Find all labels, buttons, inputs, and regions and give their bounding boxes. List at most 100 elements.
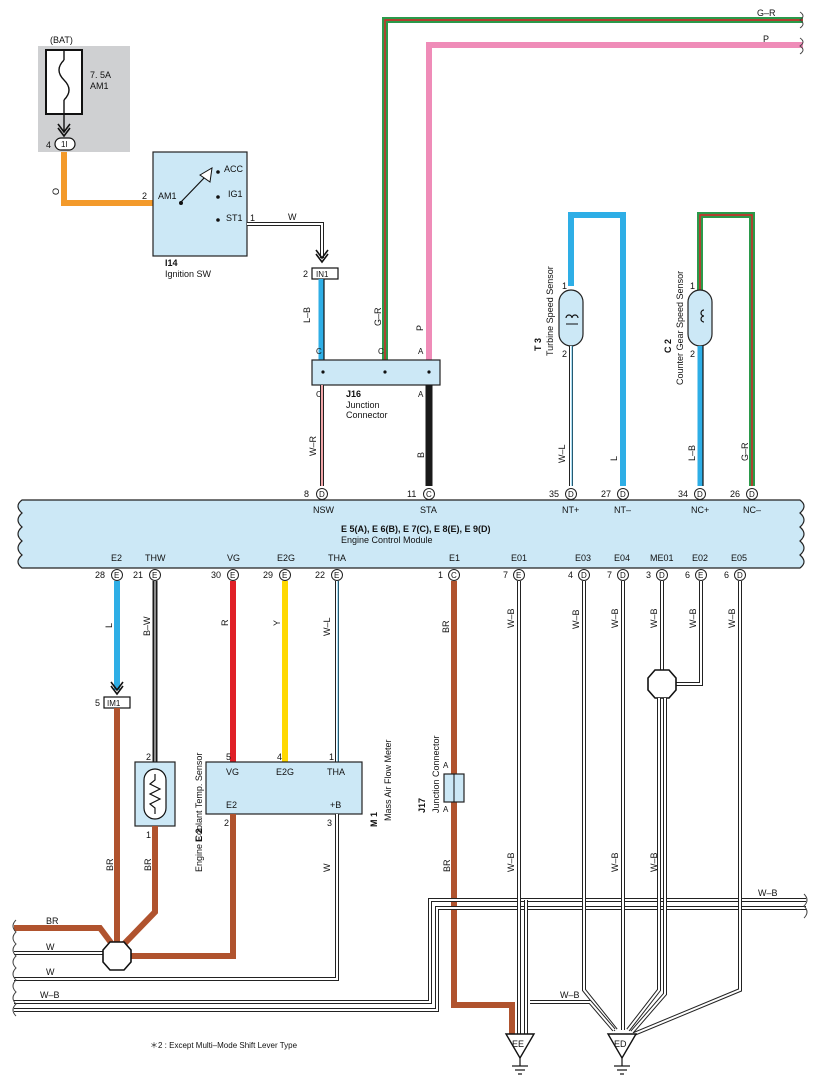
svg-text:7: 7	[503, 570, 508, 580]
in1-pin: 2	[303, 269, 308, 279]
svg-text:D: D	[319, 490, 325, 499]
t3-pin1: 1	[562, 281, 567, 291]
c2-code: C 2	[663, 339, 673, 353]
svg-text:C: C	[426, 490, 432, 499]
j16-box	[311, 359, 441, 386]
svg-text:7: 7	[607, 570, 612, 580]
ecm-top-pin: D 27 NT–	[601, 488, 631, 515]
svg-text:VG: VG	[227, 553, 240, 563]
wire-label-w-st1: W	[288, 212, 297, 222]
m1-pin4: 4	[277, 752, 282, 762]
ecm-top-pin: C 11 STA	[407, 488, 437, 515]
t3-name: Turbine Speed Sensor	[545, 266, 555, 356]
ecm-bottom-pin: D 3 ME01	[646, 553, 674, 581]
wire-br-m1	[130, 814, 236, 959]
wire-label-r: R	[220, 619, 230, 626]
ignition-switch-box	[152, 151, 248, 257]
wire-br-e2	[121, 826, 158, 947]
svg-text:E: E	[114, 571, 119, 580]
svg-text:8: 8	[304, 489, 309, 499]
svg-text:26: 26	[730, 489, 740, 499]
ecm-top-pin: D 34 NC+	[678, 488, 709, 515]
ign-name: Ignition SW	[165, 269, 212, 279]
wire-label-br-im1: BR	[105, 858, 115, 871]
wire-label-br-left: BR	[46, 916, 59, 926]
svg-text:E: E	[152, 571, 157, 580]
connector-arrow-icon	[57, 127, 71, 138]
connector-1i-pin: 4	[46, 140, 51, 150]
t3-pin2: 2	[562, 349, 567, 359]
svg-text:35: 35	[549, 489, 559, 499]
e2-pin2: 2	[146, 752, 151, 762]
svg-text:30: 30	[211, 570, 221, 580]
wire-label-w-m1: W	[322, 863, 332, 872]
wire-label-w-left: W	[46, 942, 55, 952]
e2-code: E 2	[194, 828, 204, 842]
svg-text:E01: E01	[511, 553, 527, 563]
j17-code: J17	[417, 798, 427, 813]
svg-text:4: 4	[568, 570, 573, 580]
ecm-bottom-pin: E 28 E2	[95, 553, 123, 581]
svg-text:STA: STA	[420, 505, 437, 515]
ign-label-acc: ACC	[224, 164, 244, 174]
c2-sensor-body	[687, 289, 713, 347]
e2-pin1: 1	[146, 830, 151, 840]
ecm-body	[17, 499, 805, 569]
m1-pin1: 1	[329, 752, 334, 762]
svg-text:D: D	[620, 571, 626, 580]
m1-name: Mass Air Flow Meter	[383, 739, 393, 821]
wire-label-br-e1: BR	[441, 620, 451, 633]
wire-label-l-e2: L	[104, 623, 114, 628]
ecm-bottom-pin: E 21 THW	[133, 553, 166, 581]
wire-label-l: L	[609, 456, 619, 461]
svg-text:6: 6	[685, 570, 690, 580]
ecm-bottom-pins: E 28 E2 E 21 THW E 30 VG E 29 E2G E 22 T…	[95, 553, 747, 581]
j16-pin-a-top: A	[418, 347, 424, 356]
t3-code: T 3	[533, 338, 543, 351]
wire-label-wb-me01: W–B	[649, 608, 659, 628]
svg-text:NT+: NT+	[562, 505, 579, 515]
in1-label: IN1	[316, 270, 329, 279]
ign-label-st1: ST1	[226, 213, 243, 223]
wire-br-left	[14, 925, 115, 946]
ecm-top-pins: D 8 NSW C 11 STA D 35 NT+ D 27 NT– D 34 …	[304, 488, 761, 515]
ecm-bottom-pin: E 7 E01	[503, 553, 527, 581]
ground-ed-label: ED	[614, 1039, 627, 1049]
ecm-bottom-pin: D 7 E04	[607, 553, 630, 581]
bat-label: (BAT)	[50, 35, 73, 45]
wire-label-br-e2: BR	[143, 858, 153, 871]
c2-name: Counter Gear Speed Sensor	[675, 271, 685, 385]
splice-left	[102, 941, 132, 971]
wire-label-w-bottom: W	[46, 967, 55, 977]
svg-text:NT–: NT–	[614, 505, 631, 515]
svg-text:E02: E02	[692, 553, 708, 563]
svg-text:E: E	[230, 571, 235, 580]
svg-text:11: 11	[407, 489, 416, 499]
svg-text:27: 27	[601, 489, 611, 499]
svg-text:D: D	[568, 490, 574, 499]
svg-text:D: D	[659, 571, 665, 580]
ecm-top-pin: D 35 NT+	[549, 488, 579, 515]
wire-label-lb: L–B	[302, 307, 312, 323]
svg-text:E2: E2	[111, 553, 122, 563]
svg-text:E03: E03	[575, 553, 591, 563]
svg-text:E05: E05	[731, 553, 747, 563]
ecm-bottom-pin: E 29 E2G	[263, 553, 295, 581]
ign-label-am1: AM1	[158, 191, 177, 201]
wire-w-m1	[14, 814, 338, 980]
wire-label-wb-me01-low: W–B	[649, 852, 659, 872]
wire-label-p: P	[415, 325, 425, 331]
wire-orange	[61, 152, 153, 206]
j17-name: Junction Connector	[431, 735, 441, 813]
splice-right	[647, 669, 677, 699]
in1-arrow-icon	[315, 253, 329, 264]
svg-text:E1: E1	[449, 553, 460, 563]
wire-label-wb-e04: W–B	[610, 608, 620, 628]
svg-text:NC+: NC+	[691, 505, 709, 515]
j16-pin-c-left: C	[316, 347, 322, 356]
connector-1i-label: 1I	[61, 140, 68, 149]
svg-text:D: D	[749, 490, 755, 499]
ecm-title: E 5(A), E 6(B), E 7(C), E 8(E), E 9(D)	[341, 524, 491, 534]
m1-code: M 1	[369, 812, 379, 827]
